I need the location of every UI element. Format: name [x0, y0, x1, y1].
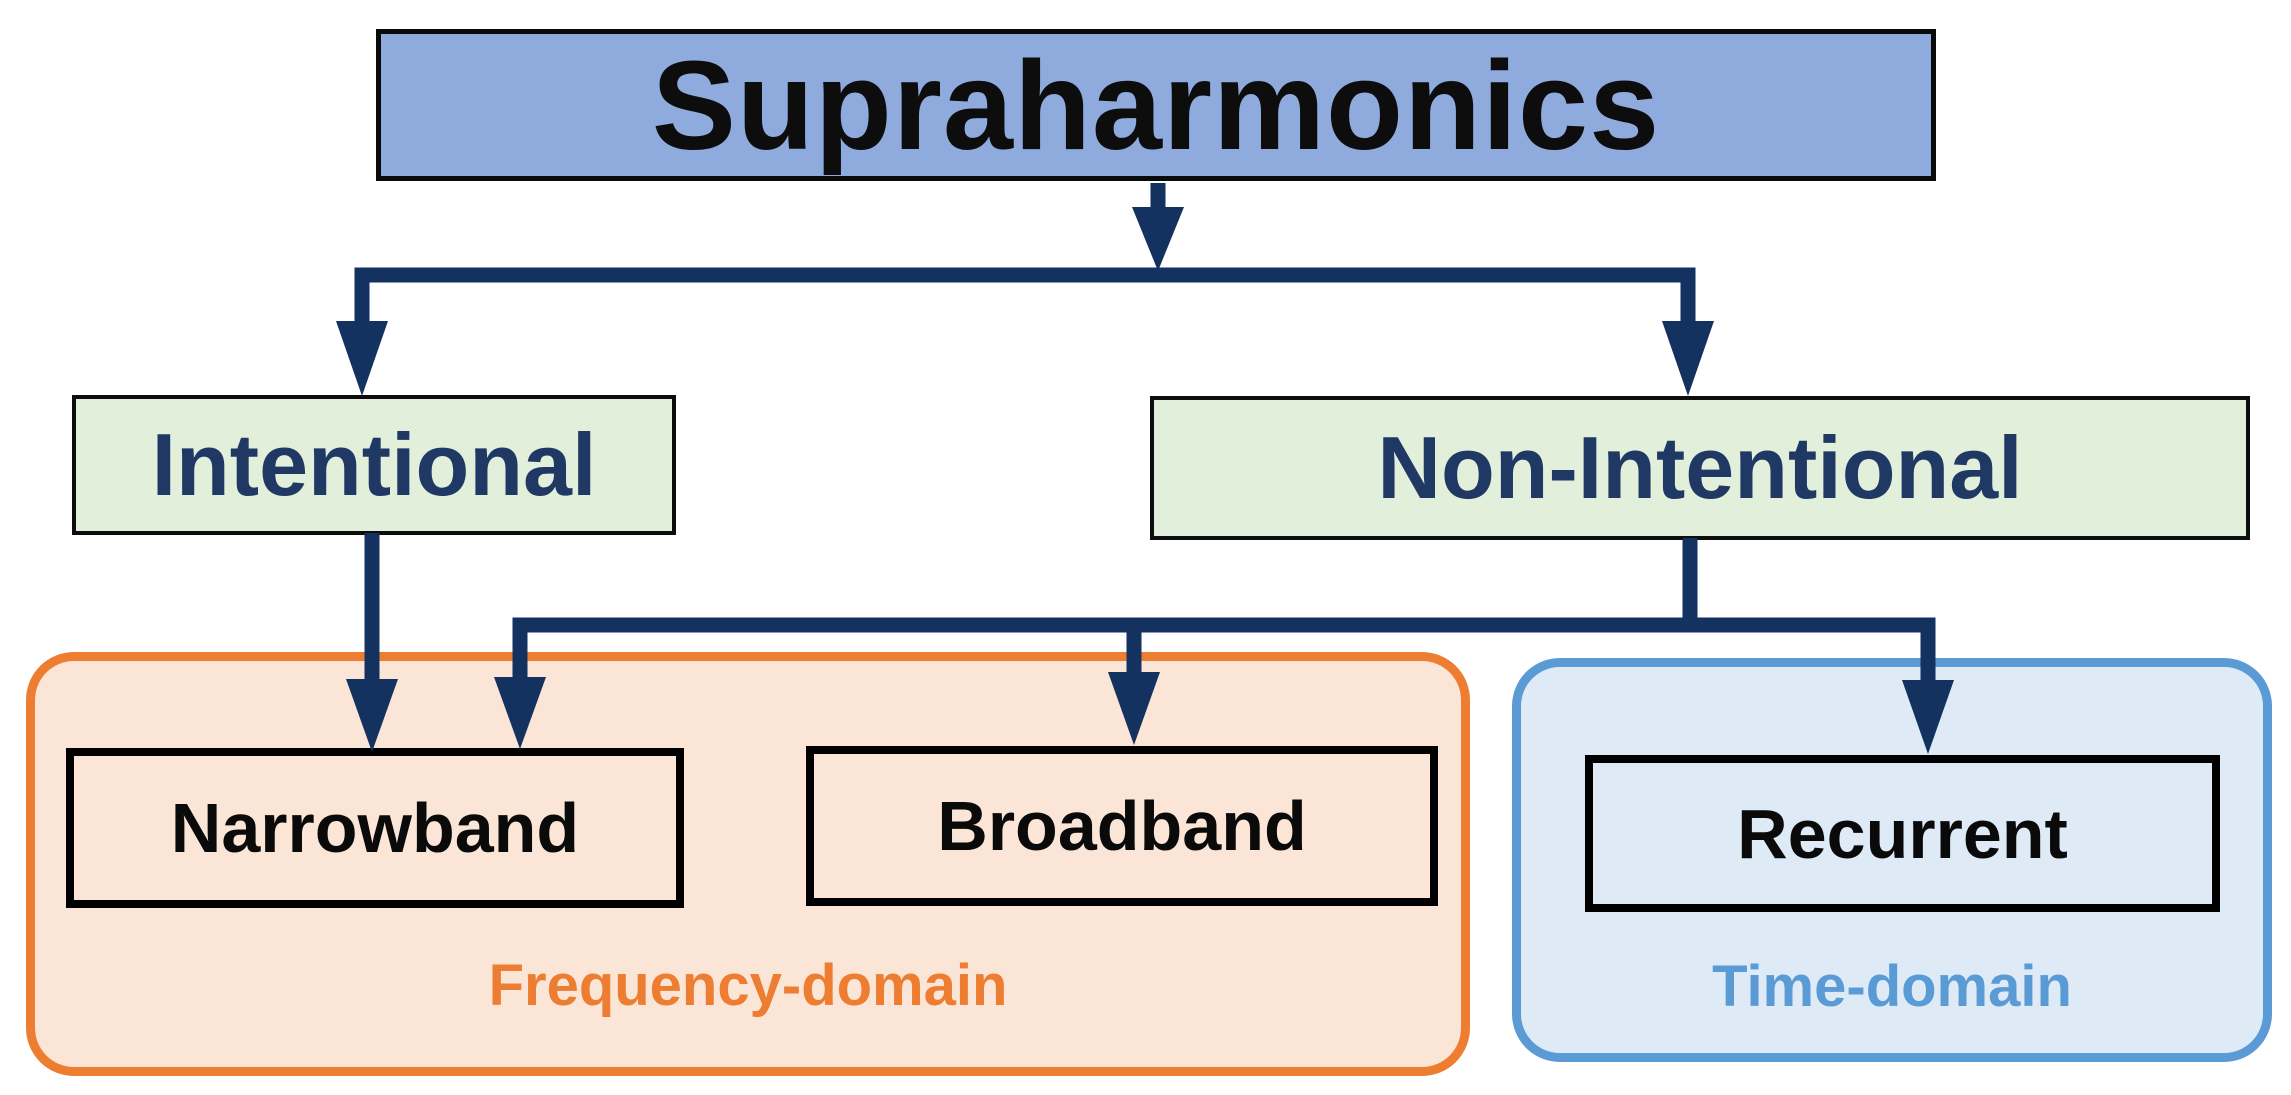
arrowhead-to-non-intentional	[1662, 321, 1714, 396]
group-frequency-domain-label: Frequency-domain	[488, 953, 1008, 1018]
node-supraharmonics: Supraharmonics	[376, 29, 1936, 181]
node-broadband: Broadband	[806, 746, 1438, 906]
group-time-domain: Time-domain	[1512, 658, 2272, 1062]
node-broadband-label: Broadband	[937, 787, 1307, 865]
arrowhead-to-split-bar	[1132, 207, 1184, 271]
node-intentional: Intentional	[72, 395, 676, 535]
node-non-intentional-label: Non-Intentional	[1377, 418, 2023, 517]
node-recurrent-label: Recurrent	[1737, 794, 2068, 873]
node-supraharmonics-label: Supraharmonics	[651, 34, 1661, 176]
arrowhead-to-intentional	[336, 321, 388, 396]
edge-split-bar	[354, 267, 1696, 323]
node-intentional-label: Intentional	[151, 415, 597, 514]
node-narrowband: Narrowband	[66, 748, 684, 908]
node-recurrent: Recurrent	[1585, 755, 2220, 912]
node-narrowband-label: Narrowband	[170, 789, 580, 867]
node-non-intentional: Non-Intentional	[1150, 396, 2250, 540]
group-time-domain-label: Time-domain	[1712, 954, 2072, 1019]
